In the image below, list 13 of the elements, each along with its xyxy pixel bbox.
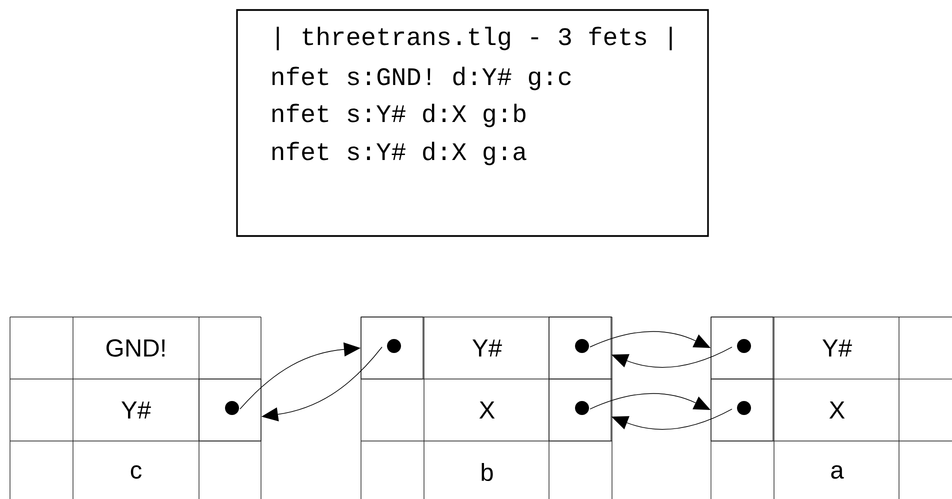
cell-text: a (831, 465, 844, 479)
code-line: nfet s:Y# d:X g:a (272, 142, 526, 166)
code-line: nfet s:GND! d:Y# g:c (272, 66, 571, 90)
cell-text: X (479, 402, 495, 418)
code-line: | threetrans.tlg - 3 fets | (276, 26, 672, 50)
cell-text: b (482, 462, 493, 482)
cell-text: Y# (122, 402, 151, 418)
cell-text: Y# (472, 340, 502, 356)
cell-text: Y# (822, 340, 852, 356)
cell-text: X (829, 402, 845, 418)
code-line: nfet s:Y# d:X g:b (272, 104, 526, 128)
cell-text: GND! (106, 339, 165, 357)
cell-text: c (130, 465, 142, 479)
